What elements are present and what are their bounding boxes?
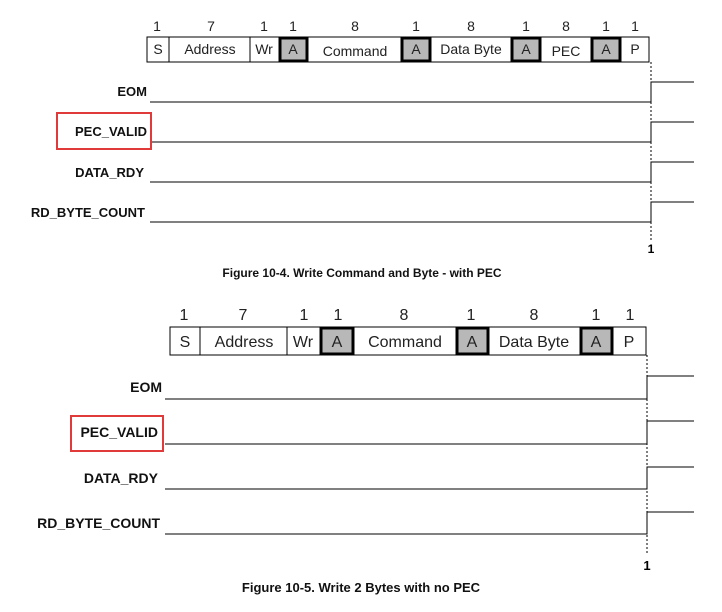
signal-label-rd-byte-count: RD_BYTE_COUNT: [37, 515, 160, 531]
field-ack: A: [521, 41, 531, 57]
bit-count: 1: [626, 307, 635, 324]
signal-names: EOM PEC_VALID DATA_RDY RD_BYTE_COUNT: [37, 379, 162, 531]
field-ack: A: [601, 41, 611, 57]
ack-box: [400, 36, 432, 63]
bit-count: 1: [260, 18, 268, 34]
bit-count: 8: [467, 18, 475, 34]
signal-label-eom: EOM: [117, 84, 147, 99]
field-start: S: [180, 334, 191, 351]
packet-outline: [169, 326, 647, 356]
figure-caption: Figure 10-5. Write 2 Bytes with no PEC: [242, 580, 481, 595]
signal-trace-pec-valid: [165, 420, 694, 445]
field-labels: S Address Wr A Command A Data Byte A P: [180, 334, 635, 351]
field-write: Wr: [255, 41, 273, 57]
signal-trace-eom: [165, 375, 694, 400]
field-data-byte: Data Byte: [440, 41, 502, 57]
ack-box: [579, 326, 614, 356]
bit-count: 1: [289, 18, 297, 34]
field-stop: P: [630, 41, 639, 57]
ack-box: [278, 36, 309, 63]
bit-count: 7: [239, 307, 248, 324]
bit-count: 8: [530, 307, 539, 324]
figure-10-4: 1 7 1 1 8 1 8 1 8 1 1: [31, 18, 694, 280]
bit-count: 8: [562, 18, 570, 34]
field-start: S: [153, 41, 162, 57]
field-ack: A: [288, 41, 298, 57]
ack-box: [590, 36, 622, 63]
bit-count: 8: [351, 18, 359, 34]
signal-lines: [150, 81, 694, 223]
field-ack: A: [467, 334, 478, 351]
bit-count: 1: [412, 18, 420, 34]
signal-trace-data-rdy: [150, 161, 694, 183]
field-pec: PEC: [552, 43, 581, 59]
field-stop: P: [624, 334, 635, 351]
ack-box: [319, 326, 355, 356]
field-command: Command: [323, 43, 388, 59]
bit-count-row: 1 7 1 1 8 1 8 1 1: [180, 307, 635, 324]
bit-count-row: 1 7 1 1 8 1 8 1 8 1 1: [153, 18, 639, 34]
signal-trace-rd-byte-count: [165, 511, 694, 535]
signal-label-rd-byte-count: RD_BYTE_COUNT: [31, 205, 145, 220]
bit-count: 7: [207, 18, 215, 34]
bit-count: 1: [153, 18, 161, 34]
bit-count: 1: [631, 18, 639, 34]
field-address: Address: [184, 41, 235, 57]
signal-label-pec-valid: PEC_VALID: [75, 124, 147, 139]
field-ack: A: [591, 334, 602, 351]
bit-count: 1: [180, 307, 189, 324]
signal-lines: [165, 375, 694, 535]
highlight-box-pec-valid: [56, 112, 152, 150]
signal-label-data-rdy: DATA_RDY: [75, 165, 144, 180]
bit-count: 1: [300, 307, 309, 324]
bit-count: 1: [467, 307, 476, 324]
packet-outline: [146, 36, 650, 63]
bit-count: 1: [602, 18, 610, 34]
highlight-box-pec-valid: [70, 415, 164, 452]
bit-count: 1: [334, 307, 343, 324]
figure-10-5: 1 7 1 1 8 1 8 1 1: [37, 307, 694, 595]
stop-marker-number: 1: [648, 242, 655, 256]
figure-caption: Figure 10-4. Write Command and Byte - wi…: [222, 266, 501, 280]
ack-box: [510, 36, 542, 63]
field-address: Address: [215, 334, 274, 351]
signal-trace-rd-byte-count: [150, 201, 694, 223]
bit-count: 1: [522, 18, 530, 34]
packet-frame: S Address Wr A Command A Data Byte A PEC…: [146, 36, 650, 63]
field-data-byte: Data Byte: [499, 334, 569, 351]
field-labels: S Address Wr A Command A Data Byte A PEC…: [153, 41, 639, 59]
signal-names: EOM PEC_VALID DATA_RDY RD_BYTE_COUNT: [31, 84, 147, 220]
signal-label-pec-valid: PEC_VALID: [80, 424, 158, 440]
bit-count: 8: [400, 307, 409, 324]
field-ack: A: [411, 41, 421, 57]
signal-trace-data-rdy: [165, 466, 694, 490]
signal-label-eom: EOM: [130, 379, 162, 395]
field-ack: A: [332, 334, 343, 351]
signal-label-data-rdy: DATA_RDY: [84, 470, 159, 486]
ack-boxes: [278, 36, 622, 63]
packet-frame: S Address Wr A Command A Data Byte A P: [169, 326, 647, 356]
signal-trace-pec-valid: [150, 121, 694, 143]
ack-boxes: [319, 326, 614, 356]
signal-trace-eom: [150, 81, 694, 103]
bit-count: 1: [592, 307, 601, 324]
field-write: Wr: [293, 334, 314, 351]
stop-marker-number: 1: [643, 558, 650, 573]
field-command: Command: [368, 334, 442, 351]
ack-box: [455, 326, 490, 356]
